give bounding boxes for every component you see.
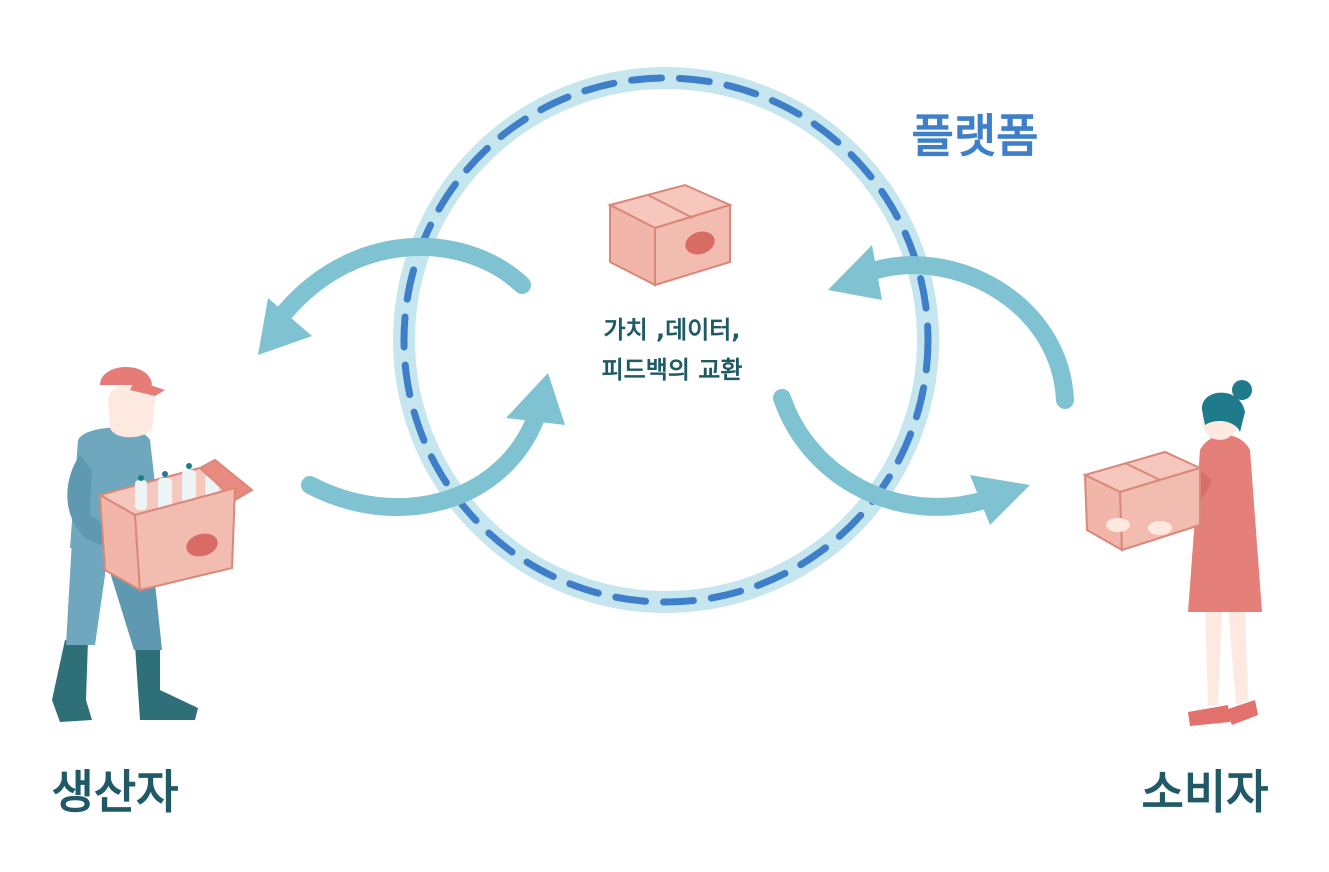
center-text-line1: 가치 ,데이터, [604, 316, 741, 344]
center-text-line2: 피드백의 교환 [602, 356, 743, 384]
producer-label: 생산자 [52, 765, 179, 819]
platform-ring [393, 67, 939, 613]
woman-figure-icon [1155, 380, 1262, 726]
producer-box-icon [97, 458, 254, 592]
platform-label: 플랫폼 [912, 109, 1039, 163]
consumer-box-icon [1082, 450, 1203, 552]
package-box-icon [607, 183, 733, 287]
arrow-from-producer-icon [301, 373, 565, 517]
consumer-label: 소비자 [1142, 765, 1269, 819]
arrow-to-producer-icon [258, 238, 531, 355]
arrow-from-consumer-icon [828, 245, 1074, 409]
arrow-to-consumer-icon [773, 389, 1030, 525]
